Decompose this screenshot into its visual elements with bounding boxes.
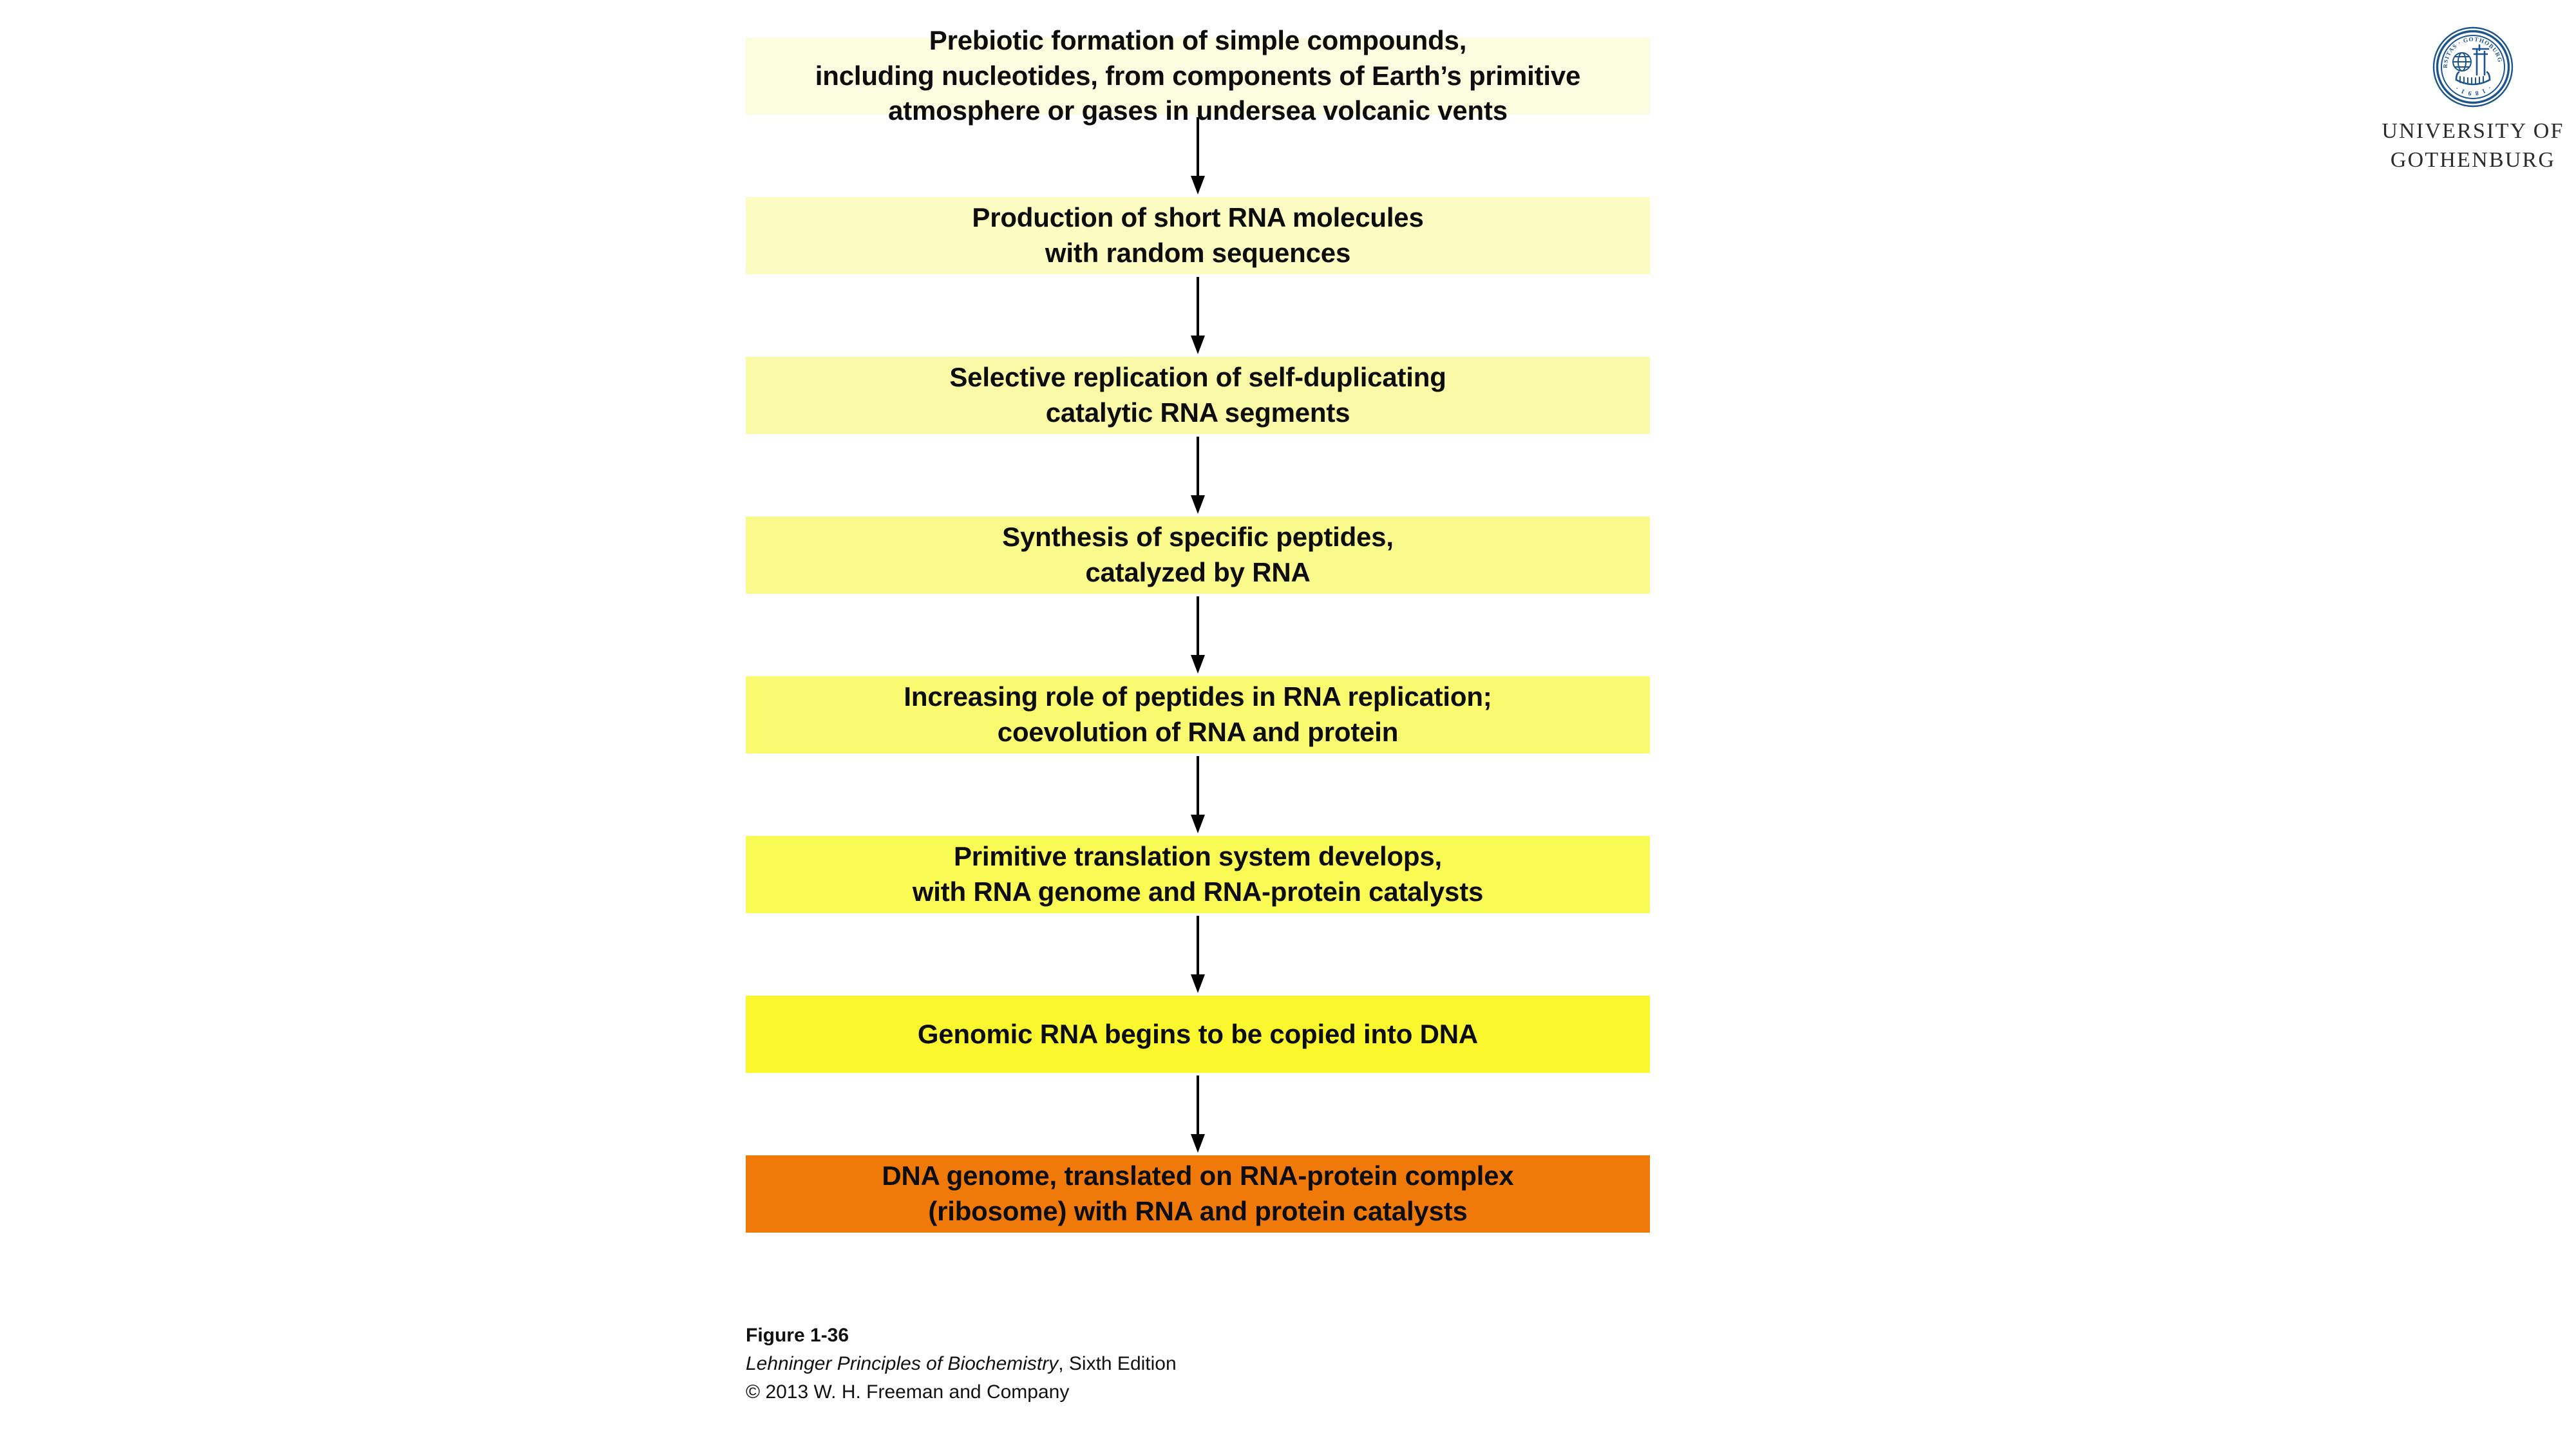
flow-step-line: Increasing role of peptides in RNA repli… <box>904 681 1492 712</box>
flow-step-line: Prebiotic formation of simple compounds, <box>929 25 1467 56</box>
flow-step-box: Production of short RNA molecules with ra… <box>746 197 1650 274</box>
svg-text:· 1 8 9 1 ·: · 1 8 9 1 · <box>2454 84 2492 97</box>
flow-step-box: DNA genome, translated on RNA-protein co… <box>746 1155 1650 1233</box>
flow-step-text: Prebiotic formation of simple compounds,… <box>815 23 1581 129</box>
flow-step-box: Prebiotic formation of simple compounds,… <box>746 25 1650 126</box>
flow-step-line: (ribosome) with RNA and protein catalyst… <box>928 1196 1468 1226</box>
flow-step-text: Selective replication of self-duplicatin… <box>949 360 1446 430</box>
figure-source-edition: , Sixth Edition <box>1058 1352 1177 1374</box>
flow-step-line: including nucleotides, from components o… <box>815 60 1581 91</box>
figure-caption: Figure 1-36 Lehninger Principles of Bioc… <box>746 1321 1177 1406</box>
flow-step-line: Primitive translation system develops, <box>953 841 1442 872</box>
flow-arrow <box>746 434 1650 516</box>
flow-step-text: Production of short RNA molecules with ra… <box>972 200 1423 270</box>
flow-step-line: with RNA genome and RNA-protein catalyst… <box>912 876 1484 907</box>
figure-source: Lehninger Principles of Biochemistry, Si… <box>746 1350 1177 1378</box>
university-name: UNIVERSITY OF GOTHENBURG <box>2382 117 2564 175</box>
university-logo: UNIVERSITAS · GOTHOBURGENSIS · 1 8 9 1 · <box>2382 21 2564 175</box>
flowchart: Prebiotic formation of simple compounds,… <box>746 25 1650 1233</box>
university-name-line-2: GOTHENBURG <box>2390 147 2556 172</box>
figure-source-title: Lehninger Principles of Biochemistry <box>746 1352 1059 1374</box>
flow-step-line: Synthesis of specific peptides, <box>1002 522 1394 553</box>
flow-arrow <box>746 913 1650 996</box>
flow-step-box: Synthesis of specific peptides, catalyzed… <box>746 516 1650 594</box>
flow-arrow <box>746 594 1650 676</box>
flow-step-text: DNA genome, translated on RNA-protein co… <box>882 1159 1513 1229</box>
flow-step-box: Genomic RNA begins to be copied into DNA <box>746 996 1650 1073</box>
figure-copyright: © 2013 W. H. Freeman and Company <box>746 1381 1070 1403</box>
flow-arrow <box>746 1073 1650 1155</box>
flow-step-text: Increasing role of peptides in RNA repli… <box>904 679 1492 750</box>
university-seal-icon: UNIVERSITAS · GOTHOBURGENSIS · 1 8 9 1 · <box>2429 21 2514 108</box>
flow-step-line: catalytic RNA segments <box>1045 397 1350 428</box>
flow-step-box: Primitive translation system develops, wi… <box>746 836 1650 913</box>
flow-step-box: Increasing role of peptides in RNA repli… <box>746 676 1650 753</box>
university-name-line-1: UNIVERSITY OF <box>2382 119 2564 143</box>
flow-arrow <box>746 115 1650 197</box>
flow-step-text: Genomic RNA begins to be copied into DNA <box>918 1017 1478 1052</box>
flow-step-line: DNA genome, translated on RNA-protein co… <box>882 1160 1514 1191</box>
flow-step-line: with random sequences <box>1045 238 1351 268</box>
flow-step-box: Selective replication of self-duplicatin… <box>746 357 1650 434</box>
flow-arrow <box>746 753 1650 836</box>
figure-number: Figure 1-36 <box>746 1325 849 1346</box>
flow-step-line: catalyzed by RNA <box>1085 557 1311 587</box>
flow-step-line: Genomic RNA begins to be copied into DNA <box>917 1018 1479 1049</box>
flow-step-text: Primitive translation system develops, wi… <box>912 839 1484 909</box>
flow-arrow <box>746 274 1650 357</box>
flow-step-text: Synthesis of specific peptides, catalyzed… <box>1002 520 1394 590</box>
flow-step-line: Selective replication of self-duplicatin… <box>949 362 1446 393</box>
flow-step-line: coevolution of RNA and protein <box>997 717 1399 747</box>
flow-step-line: Production of short RNA molecules <box>972 202 1424 233</box>
